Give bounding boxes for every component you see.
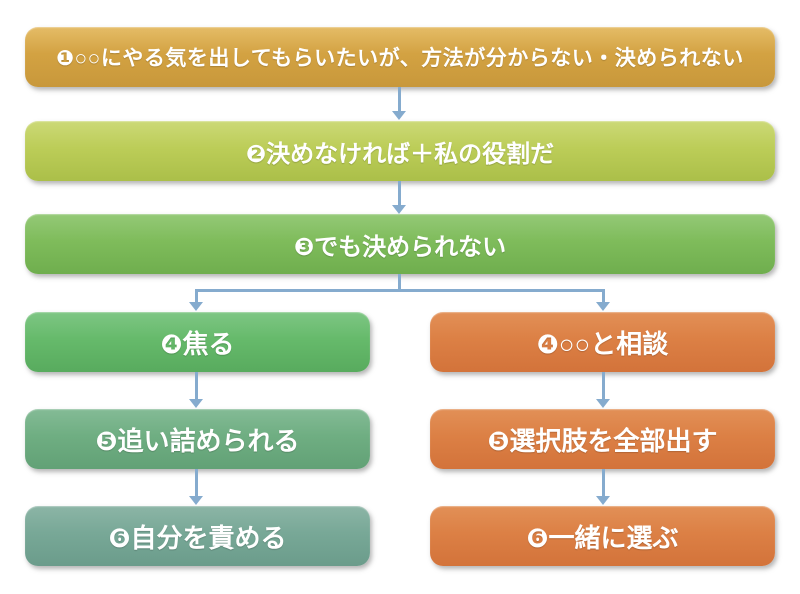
- arrow-right-step5-step6-head-icon: [596, 496, 610, 505]
- arrow-left-step5-step6-line: [195, 469, 198, 497]
- left-step-5-label: ❺追い詰められる: [95, 425, 300, 456]
- flow-step-2-label: ❷決めなければ＋私の役割だ: [245, 140, 555, 168]
- right-step-5-box: ❺選択肢を全部出す: [430, 409, 775, 469]
- right-step-6-box: ❻一緒に選ぶ: [430, 506, 775, 566]
- right-step-5-label: ❺選択肢を全部出す: [487, 425, 718, 456]
- right-step-4-box: ❹○○と相談: [430, 312, 775, 372]
- flow-step-3-box: ❸でも決められない: [25, 214, 775, 274]
- left-step-6-box: ❻自分を責める: [25, 506, 370, 566]
- left-step-4-label: ❹焦る: [160, 328, 235, 359]
- arrow-left-step4-step5-head-icon: [189, 399, 203, 408]
- arrow-right-step5-step6-line: [602, 469, 605, 497]
- arrow-step2-step3-head-icon: [392, 205, 406, 214]
- arrow-step1-step2-line: [398, 87, 401, 111]
- left-step-4-box: ❹焦る: [25, 312, 370, 372]
- branch-left-drop-line: [195, 289, 198, 303]
- right-step-4-label: ❹○○と相談: [536, 328, 669, 359]
- arrow-step2-step3-line: [398, 181, 401, 205]
- branch-left-arrow-head-icon: [189, 302, 203, 311]
- flow-step-2-box: ❷決めなければ＋私の役割だ: [25, 121, 775, 181]
- arrow-right-step4-step5-head-icon: [596, 399, 610, 408]
- arrow-left-step4-step5-line: [195, 372, 198, 400]
- flow-step-1-label: ❶○○にやる気を出してもらいたいが、方法が分からない・決められない: [56, 47, 744, 70]
- left-step-5-box: ❺追い詰められる: [25, 409, 370, 469]
- arrow-right-step4-step5-line: [602, 372, 605, 400]
- flow-step-3-label: ❸でも決められない: [293, 233, 507, 261]
- right-step-6-label: ❻一緒に選ぶ: [526, 522, 679, 553]
- arrow-left-step5-step6-head-icon: [189, 496, 203, 505]
- arrow-step1-step2-head-icon: [392, 111, 406, 120]
- branch-right-drop-line: [602, 289, 605, 303]
- branch-horizontal-line: [195, 289, 605, 292]
- branch-right-arrow-head-icon: [596, 302, 610, 311]
- left-step-6-label: ❻自分を責める: [108, 522, 287, 553]
- flow-step-1-box: ❶○○にやる気を出してもらいたいが、方法が分からない・決められない: [25, 27, 775, 87]
- branch-stub-line: [398, 274, 401, 291]
